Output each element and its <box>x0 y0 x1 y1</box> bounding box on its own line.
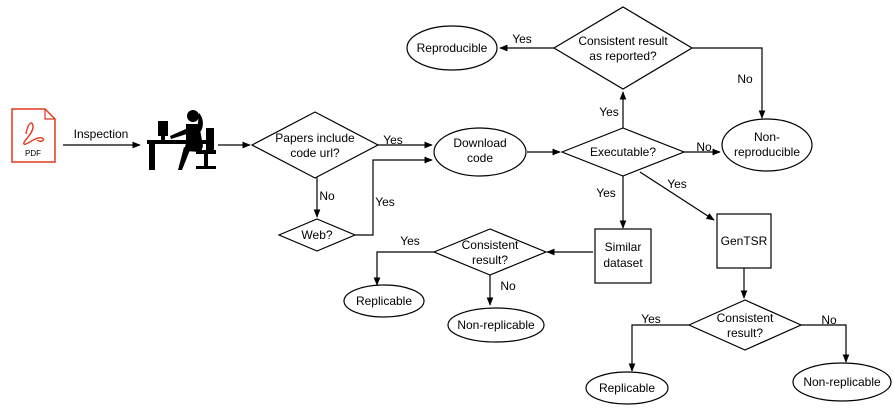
svg-text:as reported?: as reported? <box>589 49 657 63</box>
svg-text:Executable?: Executable? <box>590 145 656 159</box>
svg-text:Download: Download <box>453 136 506 150</box>
edge-exec-yes-diag <box>639 171 715 221</box>
acrobat-logo-icon <box>23 122 45 145</box>
label-exec-yes-down: Yes <box>596 186 616 200</box>
svg-text:Replicable: Replicable <box>599 381 655 395</box>
svg-text:Non-replicable: Non-replicable <box>803 375 881 389</box>
label-right-yes: Yes <box>641 312 661 326</box>
label-reported-no: No <box>737 72 753 86</box>
decision-consistent-as-reported: Consistent result as reported? <box>552 6 694 90</box>
process-gentsr: GenTSR <box>716 213 772 269</box>
edge-right-yes <box>628 324 689 372</box>
edge-web-yes <box>355 156 433 236</box>
person-at-computer-icon <box>147 110 216 170</box>
svg-text:dataset: dataset <box>603 256 643 270</box>
svg-text:Similar: Similar <box>605 240 642 254</box>
decision-executable: Executable? <box>560 127 686 177</box>
svg-text:code url?: code url? <box>290 146 340 160</box>
svg-text:Papers include: Papers include <box>275 131 355 145</box>
svg-text:result?: result? <box>472 253 508 267</box>
outcome-reproducible: Reproducible <box>406 25 498 71</box>
edge-right-no <box>800 324 850 363</box>
pdf-file-icon: PDF <box>11 108 56 163</box>
label-exec-yes-diag: Yes <box>667 177 687 191</box>
label-inspection: Inspection <box>74 127 129 141</box>
svg-text:GenTSR: GenTSR <box>721 234 768 248</box>
label-left-yes: Yes <box>400 234 420 248</box>
label-left-no: No <box>500 279 516 293</box>
label-papers-no: No <box>319 189 335 203</box>
label-right-no: No <box>821 313 837 327</box>
outcome-replicable-left: Replicable <box>343 284 425 318</box>
pdf-badge-label: PDF <box>25 149 41 158</box>
svg-text:code: code <box>467 151 493 165</box>
svg-text:result?: result? <box>727 326 763 340</box>
decision-consistent-result-right: Consistent result? <box>687 299 803 351</box>
svg-text:Web?: Web? <box>301 228 332 242</box>
svg-text:Consistent: Consistent <box>462 238 519 252</box>
svg-text:Non-: Non- <box>754 130 780 144</box>
outcome-non-reproducible: Non- reproducible <box>721 118 813 172</box>
label-reported-yes: Yes <box>512 32 532 46</box>
svg-text:Consistent: Consistent <box>717 311 774 325</box>
outcome-non-replicable-left: Non-replicable <box>447 307 545 343</box>
label-web-yes: Yes <box>375 195 395 209</box>
label-papers-yes: Yes <box>383 133 403 147</box>
outcome-replicable-right: Replicable <box>585 371 669 405</box>
edge-left-yes <box>373 251 434 286</box>
svg-text:Non-replicable: Non-replicable <box>457 318 535 332</box>
outcome-non-replicable-right: Non-replicable <box>792 362 892 402</box>
svg-text:reproducible: reproducible <box>734 145 800 159</box>
svg-text:Replicable: Replicable <box>356 294 412 308</box>
decision-papers-include-code-url: Papers include code url? <box>250 111 380 179</box>
process-download-code: Download code <box>433 127 527 177</box>
decision-web: Web? <box>277 218 357 252</box>
decision-consistent-result-left: Consistent result? <box>432 228 548 276</box>
label-exec-no: No <box>696 140 712 154</box>
label-exec-yes-up: Yes <box>599 105 619 119</box>
edge-reported-no <box>692 47 766 119</box>
svg-text:Consistent result: Consistent result <box>578 34 668 48</box>
svg-text:Reproducible: Reproducible <box>417 41 488 55</box>
process-similar-dataset: Similar dataset <box>594 228 652 284</box>
